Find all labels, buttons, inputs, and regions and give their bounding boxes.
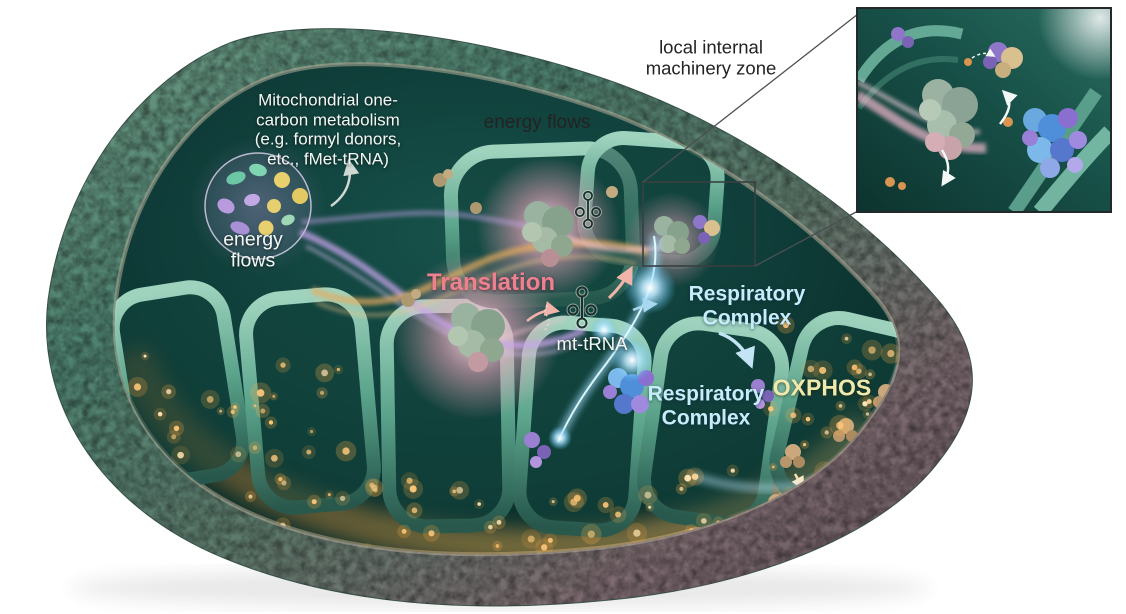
membrane-protein-purple-2 [751, 379, 774, 409]
membrane-protein-purple-1 [524, 432, 551, 468]
trna-glyph-upper [574, 189, 602, 230]
inset-border [856, 7, 1112, 213]
arrow-translation-to-trna [526, 301, 560, 322]
inset-arrow-down [940, 149, 956, 187]
inset-assembly-factor [983, 42, 1023, 78]
inset-arrows [940, 48, 1018, 187]
squiggle-nascent-chain [544, 303, 550, 331]
arrow-respiratory-down [718, 331, 755, 369]
callout-line-bottom [754, 210, 859, 267]
crista-surface-proteins [401, 169, 618, 307]
machinery-zone-callout [642, 13, 859, 267]
machinery-zone-ribosome [654, 216, 690, 254]
inset-cofactor-bits [885, 58, 1013, 190]
inset-arrow-dashed [971, 48, 996, 59]
pink-flow-streaks [493, 235, 669, 342]
arrow-trna-to-zone [607, 265, 633, 300]
trna-glyph-lower [566, 285, 598, 330]
inset-ribosome [919, 79, 978, 160]
energy-ribbons [298, 210, 649, 357]
arrow-to-respiratory [632, 297, 658, 313]
callout-box [642, 181, 756, 267]
inset-panel [856, 7, 1112, 213]
inset-small-purple-protein [891, 27, 914, 48]
one-carbon-metabolite-pool [188, 136, 328, 276]
arrow-one-carbon-up [330, 158, 360, 208]
inset-arrow-up [999, 89, 1018, 125]
machinery-zone-assembly-factor [693, 215, 720, 244]
inset-respiratory-complex [1022, 108, 1087, 178]
mitoribosome-lower [448, 303, 505, 372]
callout-line-top [642, 13, 859, 183]
atp-dots [127, 316, 899, 555]
mitoribosome-upper [522, 201, 574, 267]
flow-arrows [330, 158, 755, 369]
